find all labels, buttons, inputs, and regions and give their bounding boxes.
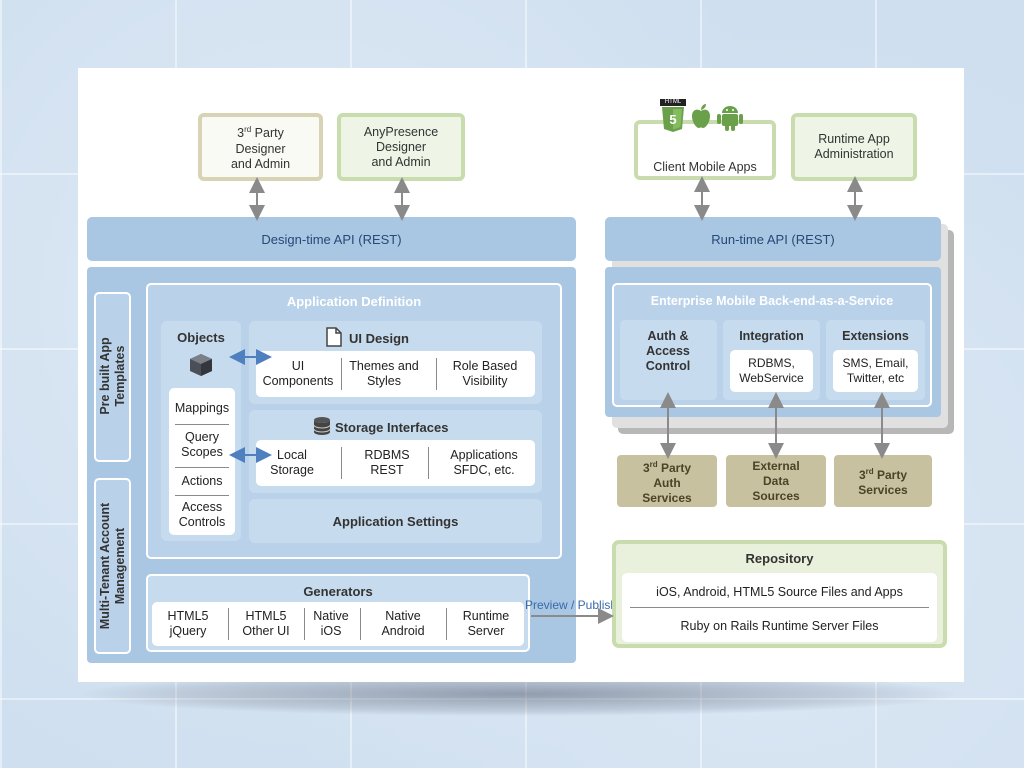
repository-line1: iOS, Android, HTML5 Source Files and App…: [656, 585, 903, 599]
generator-html5-other: HTML5 Other UI: [242, 609, 290, 638]
external-line3: Sources: [752, 488, 800, 503]
anypresence-designer-line1: AnyPresence: [363, 124, 439, 139]
auth-access-control-box: Auth & Access Control: [620, 320, 717, 400]
auth-services-line2: Auth: [653, 475, 681, 490]
objects-item-access-controls: Access Controls: [178, 500, 226, 529]
extensions-box: Extensions SMS, Email, Twitter, etc: [826, 320, 925, 400]
storage-item-local: Local Storage: [270, 448, 314, 477]
external-line1: External: [752, 458, 800, 473]
repository-files: iOS, Android, HTML5 Source Files and App…: [622, 573, 937, 642]
objects-item-mappings: Mappings: [174, 401, 230, 415]
anypresence-designer-line3: and Admin: [371, 154, 431, 169]
third-party-services-line2: Services: [858, 483, 908, 497]
runtime-admin-line1: Runtime App: [818, 132, 890, 146]
ui-design-items: UI Components Themes and Styles Role Bas…: [256, 351, 535, 397]
generators-title: Generators: [303, 584, 373, 599]
auth-services-line3: Services: [642, 490, 692, 505]
repository-title: Repository: [745, 551, 814, 566]
embaas-title: Enterprise Mobile Back-end-as-a-Service: [650, 294, 894, 308]
ui-design-title: UI Design: [349, 331, 409, 346]
database-icon: [313, 416, 331, 436]
repository-line2: Ruby on Rails Runtime Server Files: [680, 619, 879, 633]
ui-design-item-role-visibility: Role Based Visibility: [452, 359, 518, 388]
application-definition-title: Application Definition: [286, 294, 422, 309]
generators-panel: Generators HTML5 jQuery HTML5 Other UI N…: [146, 574, 530, 652]
storage-interfaces-panel: Storage Interfaces Local Storage RDBMS R…: [249, 410, 542, 493]
third-party-auth-services-box: 3rd Party Auth Services: [617, 455, 717, 507]
cube-icon: [188, 352, 214, 378]
generators-items: HTML5 jQuery HTML5 Other UI Native iOS N…: [152, 602, 524, 646]
ui-design-panel: UI Design UI Components Themes and Style…: [249, 321, 542, 404]
generator-native-ios: Native iOS: [313, 609, 349, 638]
third-party-services-line1: 3rd Party: [858, 467, 908, 482]
extensions-body: SMS, Email, Twitter, etc: [833, 350, 918, 392]
html5-badge: HTML: [660, 99, 686, 106]
anypresence-designer-line2: Designer: [375, 139, 427, 154]
document-icon: [326, 327, 342, 347]
third-party-services-box: 3rd Party Services: [834, 455, 932, 507]
integration-body: RDBMS, WebService: [730, 350, 813, 392]
auth-services-line1: 3rd Party: [642, 459, 692, 475]
repository-box: Repository iOS, Android, HTML5 Source Fi…: [612, 540, 947, 648]
svg-text:5: 5: [669, 112, 676, 127]
objects-item-actions: Actions: [181, 474, 223, 488]
html5-icon: 5 HTML: [660, 99, 686, 133]
storage-item-rdbms: RDBMS REST: [364, 448, 410, 477]
apple-icon: [689, 102, 713, 130]
android-icon: [716, 102, 744, 132]
application-settings-box: Application Settings: [249, 499, 542, 543]
generator-html5-jquery: HTML5 jQuery: [167, 609, 209, 638]
integration-title: Integration: [739, 329, 804, 343]
external-data-sources-box: External Data Sources: [726, 455, 826, 507]
multi-tenant-box: Multi-Tenant Account Management: [94, 478, 131, 654]
generator-runtime-server: Runtime Server: [462, 609, 510, 638]
storage-item-applications: Applications SFDC, etc.: [450, 448, 518, 477]
ui-design-item-themes: Themes and Styles: [349, 359, 419, 388]
third-party-designer-line2: Designer: [235, 141, 286, 156]
generator-native-android: Native Android: [381, 609, 425, 638]
run-time-api-bar: Run-time API (REST): [605, 217, 941, 261]
storage-items: Local Storage RDBMS REST Applications SF…: [256, 440, 535, 486]
integration-box: Integration RDBMS, WebService: [723, 320, 820, 400]
ui-design-item-ui-components: UI Components: [262, 359, 334, 388]
runtime-admin-line2: Administration: [814, 147, 894, 161]
preview-publish-label: Preview / Publish: [525, 598, 618, 612]
client-mobile-apps-label: Client Mobile Apps: [653, 160, 757, 174]
objects-title: Objects: [177, 330, 225, 345]
client-mobile-apps-box: Client Mobile Apps: [634, 120, 776, 180]
objects-panel: Objects Mappings Query Scopes Actions Ac…: [161, 321, 241, 541]
external-line2: Data: [762, 473, 789, 488]
auth-access-control-label: Auth & Access Control: [645, 329, 691, 373]
anypresence-designer-box: AnyPresence Designer and Admin: [337, 113, 465, 181]
extensions-title: Extensions: [842, 329, 909, 343]
third-party-designer-line3: and Admin: [230, 156, 291, 171]
objects-list: Mappings Query Scopes Actions Access Con…: [169, 388, 235, 535]
objects-item-query-scopes: Query Scopes: [181, 430, 223, 459]
third-party-designer-line1: 3rd Party: [237, 125, 284, 141]
storage-interfaces-title: Storage Interfaces: [335, 420, 449, 435]
design-time-api-bar: Design-time API (REST): [87, 217, 576, 261]
prebuilt-templates-box: Pre built App Templates: [94, 292, 131, 462]
